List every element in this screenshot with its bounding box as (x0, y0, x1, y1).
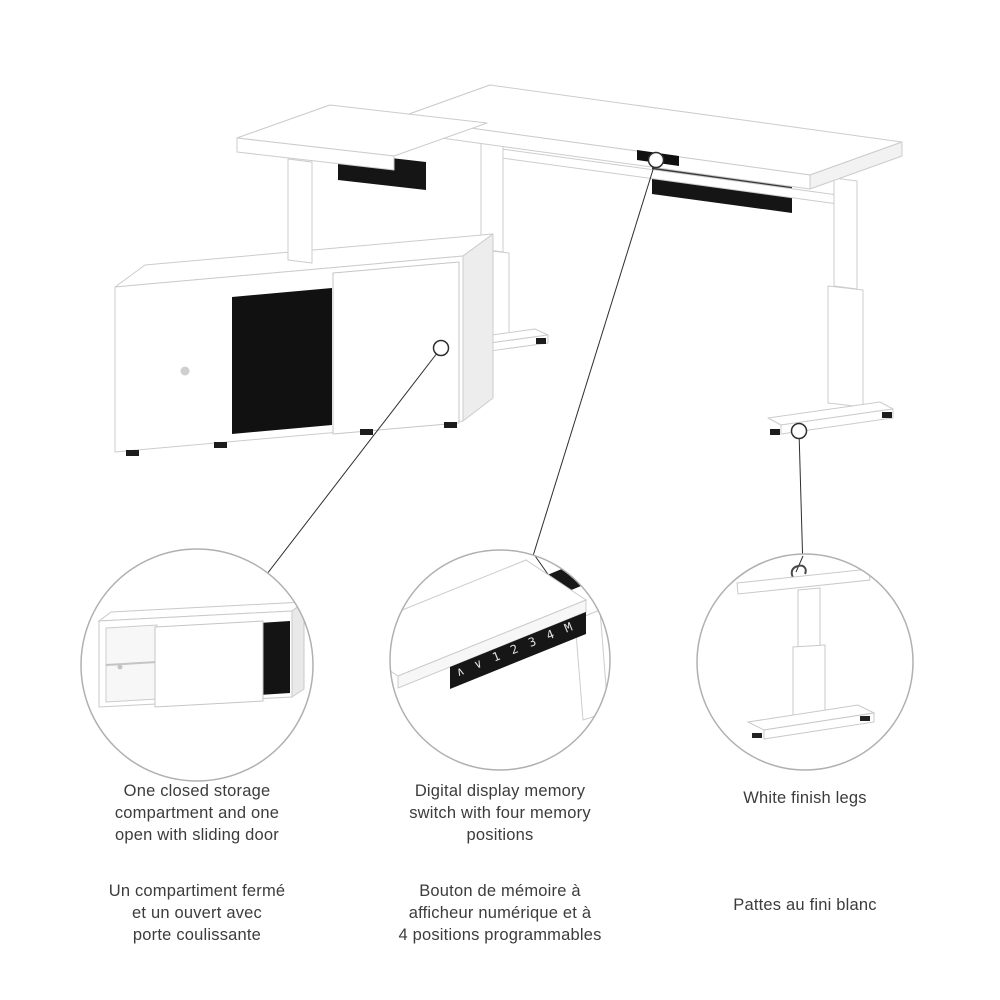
mini-sliding-door (154, 620, 264, 708)
callout-circle-storage (80, 548, 314, 782)
credenza-foot (444, 422, 457, 428)
foot-glide (860, 716, 870, 721)
callout-text-storage-en: One closed storage compartment and one o… (114, 782, 280, 844)
mini-door-handle (117, 664, 123, 670)
callout-text-memory-switch-fr: Bouton de mémoire à afficheur numérique … (398, 882, 602, 944)
mini-leg-lower-column (792, 644, 826, 719)
credenza-foot (126, 450, 139, 456)
credenza-right-end (462, 233, 494, 422)
desk-top-return (236, 104, 488, 171)
legs-circle-outline (696, 553, 914, 771)
right-leg-foot-side (780, 408, 894, 435)
support-column (287, 158, 313, 264)
storage-circle-outline (80, 548, 314, 782)
mini-leg (736, 555, 876, 740)
callout-circle-legs (696, 553, 914, 771)
mini-leg-crossbar (736, 568, 871, 595)
callout-circle-memory-switch: ∧ ∨ 1 2 3 4 M (389, 549, 611, 771)
callout-text-legs-en: White finish legs (743, 789, 867, 807)
callout-text-storage-fr: Un compartiment fermé et un ouvert avec … (108, 882, 286, 944)
foot-glide (536, 338, 546, 344)
leader-line-tail (795, 555, 804, 573)
right-leg (767, 177, 894, 435)
door-handle (180, 366, 190, 376)
storage-credenza (114, 233, 494, 456)
callout-text-legs-fr: Pattes au fini blanc (733, 896, 877, 914)
desk-illustration (114, 84, 903, 456)
leader-line-memory-switch (509, 159, 657, 631)
callout-marker-storage (432, 339, 450, 357)
desk-top-return-front-edge (236, 137, 395, 171)
mini-leg-upper-column (797, 587, 821, 650)
middle-leg-upper-column (480, 127, 504, 253)
foot-glide (752, 733, 762, 738)
callout-marker-legs (790, 422, 808, 440)
mini-credenza (97, 601, 306, 708)
callout-text-memory-switch-en: Digital display memory switch with four … (409, 782, 591, 844)
mini-control-panel: ∧ ∨ 1 2 3 4 M (390, 552, 610, 721)
credenza-foot (360, 429, 373, 435)
mini-shelf (105, 661, 158, 666)
desk-top-main-right-edge (809, 141, 903, 190)
mini-memory-panel (450, 612, 586, 689)
foot-glide (770, 429, 780, 435)
mini-open-compartment (259, 621, 290, 695)
open-compartment (232, 288, 332, 434)
memory-circle-outline (389, 549, 611, 771)
sliding-door (332, 261, 460, 435)
foot-glide (882, 412, 892, 418)
right-leg-upper-column (833, 177, 858, 290)
right-leg-lower-column (827, 285, 864, 408)
mini-mount-hook (790, 564, 807, 581)
callout-marker-memory-switch (647, 151, 665, 169)
credenza-foot (214, 442, 227, 448)
mini-leg-foot-side (763, 712, 875, 740)
